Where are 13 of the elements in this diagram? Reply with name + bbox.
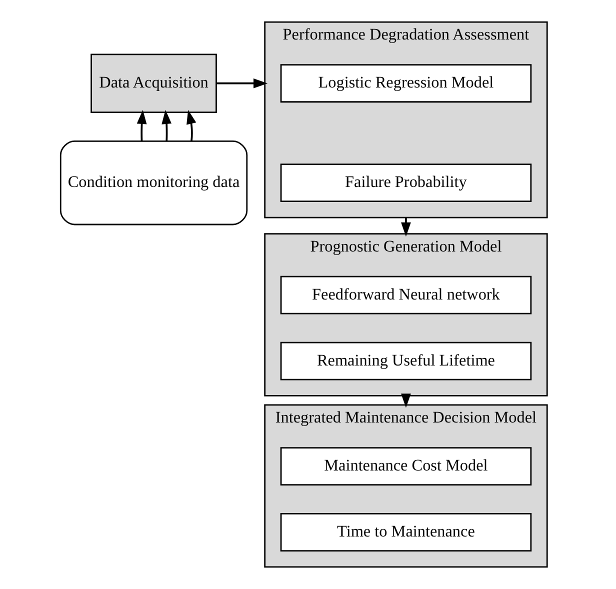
node-box: Maintenance Cost Model [280, 447, 532, 486]
node-box: Condition monitoring data [59, 140, 248, 226]
arrow [216, 78, 268, 88]
node-box: Failure Probability [280, 164, 532, 202]
node-box: Logistic Regression Model [280, 64, 532, 103]
node-box: Data Acquisition [90, 54, 216, 113]
node-box: Feedforward Neural network [280, 276, 532, 314]
node-box: Remaining Useful Lifetime [280, 342, 532, 380]
arrow [400, 218, 410, 237]
node-box: Time to Maintenance [280, 513, 532, 552]
arrow [136, 110, 146, 142]
arrow [161, 110, 172, 142]
arrow [186, 110, 196, 142]
